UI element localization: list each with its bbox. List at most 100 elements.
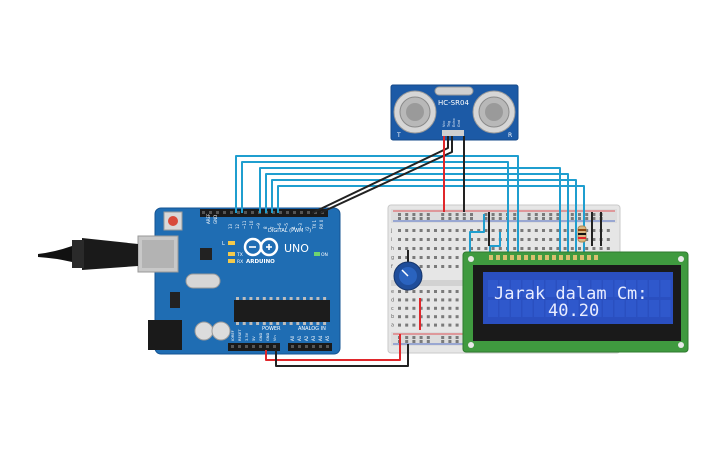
breadboard-hole[interactable]	[441, 306, 445, 310]
wire-blue-3[interactable]	[259, 167, 561, 255]
breadboard-hole[interactable]	[434, 256, 437, 259]
breadboard-hole[interactable]	[412, 298, 416, 302]
breadboard-hole[interactable]	[606, 229, 610, 232]
breadboard-hole[interactable]	[455, 229, 459, 232]
lcd-pin[interactable]	[503, 255, 507, 260]
breadboard-hole[interactable]	[398, 290, 401, 293]
header-pin[interactable]	[279, 211, 282, 214]
rail-hole[interactable]	[426, 340, 430, 343]
breadboard-hole[interactable]	[441, 298, 445, 302]
rail-hole[interactable]	[448, 217, 452, 220]
breadboard-hole[interactable]	[513, 247, 517, 250]
rail-hole[interactable]	[455, 213, 459, 216]
header-pin[interactable]	[251, 211, 254, 214]
breadboard-hole[interactable]	[491, 238, 495, 241]
header-pin[interactable]	[230, 211, 233, 214]
breadboard-hole[interactable]	[592, 247, 596, 250]
ultrasonic-sensor-hc-sr04[interactable]: HC-SR04 T R Vcc Trig Echo Gnd	[390, 84, 519, 141]
wire-gnd[interactable]	[275, 344, 409, 367]
breadboard-hole[interactable]	[419, 256, 423, 259]
rail-hole[interactable]	[462, 213, 466, 216]
breadboard-hole[interactable]	[405, 238, 409, 241]
breadboard-hole[interactable]	[470, 247, 473, 250]
breadboard-hole[interactable]	[448, 229, 452, 232]
rail-hole[interactable]	[419, 213, 423, 216]
breadboard-hole[interactable]	[441, 290, 445, 293]
rail-hole[interactable]	[419, 340, 423, 343]
rail-hole[interactable]	[527, 217, 531, 220]
rail-hole[interactable]	[441, 340, 445, 343]
breadboard-hole[interactable]	[426, 265, 430, 268]
breadboard-hole[interactable]	[563, 238, 567, 241]
breadboard-hole[interactable]	[398, 247, 401, 250]
wire-blue-7[interactable]	[469, 214, 485, 260]
breadboard-hole[interactable]	[412, 290, 416, 293]
breadboard-hole[interactable]	[448, 306, 452, 310]
rail-hole[interactable]	[498, 217, 502, 220]
breadboard-hole[interactable]	[419, 229, 423, 232]
rail-hole[interactable]	[578, 217, 581, 220]
header-pin[interactable]	[319, 345, 322, 348]
rail-hole[interactable]	[513, 217, 517, 220]
lcd-pin[interactable]	[531, 255, 535, 260]
breadboard-hole[interactable]	[398, 229, 401, 232]
breadboard-hole[interactable]	[398, 298, 401, 302]
breadboard-hole[interactable]	[455, 323, 459, 327]
rail-hole[interactable]	[470, 213, 473, 216]
breadboard-hole[interactable]	[412, 323, 416, 327]
breadboard-hole[interactable]	[398, 256, 401, 259]
breadboard-hole[interactable]	[434, 306, 437, 310]
breadboard-hole[interactable]	[412, 238, 416, 241]
header-pin[interactable]	[273, 345, 276, 348]
header-pin[interactable]	[272, 211, 275, 214]
breadboard-hole[interactable]	[606, 247, 610, 250]
rail-hole[interactable]	[585, 213, 589, 216]
breadboard-hole[interactable]	[455, 315, 459, 319]
breadboard-hole[interactable]	[549, 229, 553, 232]
breadboard-hole[interactable]	[527, 247, 531, 250]
breadboard-hole[interactable]	[448, 247, 452, 250]
header-pin[interactable]	[266, 345, 269, 348]
breadboard-hole[interactable]	[592, 229, 596, 232]
rail-hole[interactable]	[470, 217, 473, 220]
rail-hole[interactable]	[426, 217, 430, 220]
header-pin[interactable]	[326, 345, 329, 348]
rail-hole[interactable]	[592, 213, 596, 216]
lcd-16x2[interactable]: Jarak dalam Cm: 40.20	[462, 251, 689, 353]
breadboard-hole[interactable]	[556, 247, 560, 250]
breadboard-hole[interactable]	[398, 238, 401, 241]
breadboard-hole[interactable]	[434, 290, 437, 293]
sensor-pin-header[interactable]	[442, 130, 464, 136]
rail-hole[interactable]	[448, 336, 452, 339]
breadboard-hole[interactable]	[448, 315, 452, 319]
breadboard-hole[interactable]	[484, 247, 488, 250]
breadboard-hole[interactable]	[448, 298, 452, 302]
breadboard-hole[interactable]	[405, 247, 409, 250]
breadboard-hole[interactable]	[491, 229, 495, 232]
header-pin[interactable]	[314, 211, 317, 214]
rail-hole[interactable]	[426, 213, 430, 216]
rail-hole[interactable]	[592, 217, 596, 220]
lcd-pin[interactable]	[510, 255, 514, 260]
rail-hole[interactable]	[585, 217, 589, 220]
wire-blue-6[interactable]	[277, 185, 585, 255]
breadboard-hole[interactable]	[455, 298, 459, 302]
breadboard-hole[interactable]	[398, 315, 401, 319]
breadboard-hole[interactable]	[484, 229, 488, 232]
header-pin[interactable]	[244, 211, 247, 214]
header-pin[interactable]	[305, 345, 308, 348]
rail-hole[interactable]	[549, 213, 553, 216]
breadboard-hole[interactable]	[585, 229, 589, 232]
rail-hole[interactable]	[570, 213, 574, 216]
breadboard-hole[interactable]	[441, 315, 445, 319]
breadboard-hole[interactable]	[448, 238, 452, 241]
header-pin[interactable]	[307, 211, 310, 214]
breadboard-hole[interactable]	[455, 256, 459, 259]
breadboard-hole[interactable]	[426, 315, 430, 319]
rail-hole[interactable]	[405, 340, 409, 343]
breadboard-hole[interactable]	[455, 265, 459, 268]
digital-header[interactable]	[200, 209, 328, 217]
rail-hole[interactable]	[412, 217, 416, 220]
rail-hole[interactable]	[527, 213, 531, 216]
wire-blue-4[interactable]	[265, 173, 569, 255]
